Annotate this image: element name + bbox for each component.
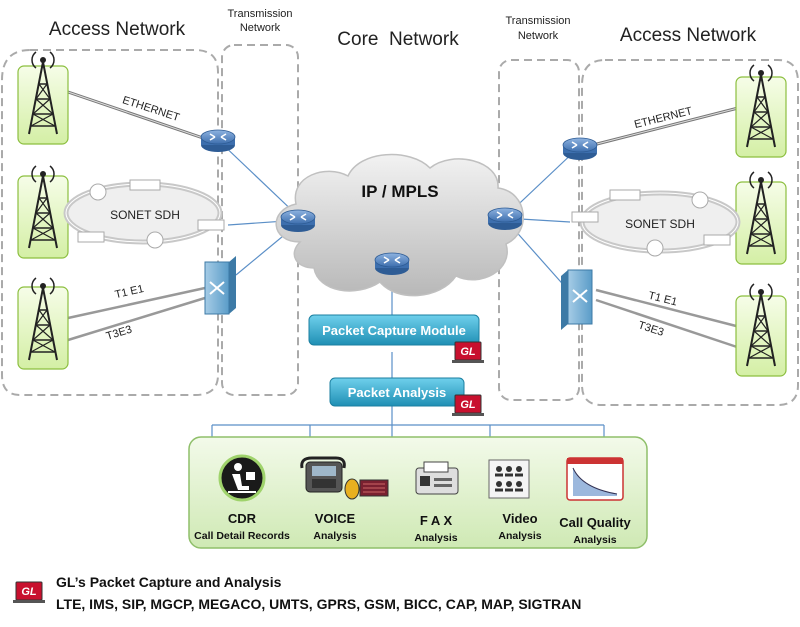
zone-access-right-label: Access Network [620, 25, 757, 46]
footer-gl-logo: GL [12, 581, 46, 604]
t-carrier-lines-left [67, 286, 206, 342]
zone-transmission-right-label-2: Network [518, 30, 559, 42]
app-cdr-subtitle: Call Detail Records [194, 530, 290, 542]
sonet-ring-left: SONET SDH [63, 179, 225, 249]
zone-core-label: Core Network [337, 29, 459, 50]
ip-mpls-cloud: IP / MPLS [275, 153, 524, 297]
router-icon-core-center [374, 252, 410, 276]
app-voice-subtitle: Analysis [313, 530, 356, 542]
phone-speaker-icon [300, 456, 389, 500]
router-icon-left-edge [200, 129, 236, 153]
gl-laptop-icon: GL [451, 394, 485, 417]
atm-switch-left [204, 256, 236, 315]
sonet-label-left: SONET SDH [110, 208, 180, 222]
app-video[interactable]: Video Analysis [488, 459, 542, 542]
tower-right-2 [735, 171, 787, 265]
app-fax-title: F A X [420, 513, 453, 528]
t-carrier-lines-right [595, 288, 741, 350]
tower-left-2 [17, 165, 69, 259]
tower-left-3 [17, 277, 69, 370]
app-call-quality-title: Call Quality [559, 515, 631, 530]
cdr-person-icon [218, 454, 266, 502]
video-panel-icon [488, 459, 530, 499]
app-cdr-title: CDR [228, 511, 257, 526]
gl-badge-label: GL [460, 346, 476, 358]
sonet-label-right: SONET SDH [625, 217, 695, 231]
footer-logo-label: GL [21, 586, 37, 598]
t1e1-label-left: T1 E1 [114, 283, 145, 301]
app-call-quality[interactable]: Call Quality Analysis [559, 457, 632, 546]
app-fax[interactable]: F A X Analysis [414, 461, 459, 544]
router-icon-right-edge [562, 137, 598, 161]
access-left-zone [1, 49, 219, 396]
zone-transmission-right-label-1: Transmission [506, 15, 571, 27]
app-fax-subtitle: Analysis [414, 532, 457, 544]
atm-switch-right [561, 269, 593, 330]
access-right-zone [581, 59, 799, 406]
t1e1-label-right: T1 E1 [647, 290, 678, 309]
footer-protocols: LTE, IMS, SIP, MGCP, MEGACO, UMTS, GPRS,… [56, 596, 581, 612]
router-icon-core-right [487, 207, 523, 231]
zone-transmission-left-label-2: Network [240, 22, 281, 34]
quality-graph-icon [566, 457, 624, 501]
zone-transmission-left-label-1: Transmission [228, 8, 293, 20]
tower-right-1 [735, 64, 787, 158]
fax-icon [415, 461, 459, 495]
cloud-label: IP / MPLS [361, 182, 438, 201]
zone-access-left-label: Access Network [49, 19, 186, 40]
sonet-ring-right: SONET SDH [571, 189, 741, 257]
gl-badge-label: GL [460, 399, 476, 411]
app-cdr[interactable]: CDR Call Detail Records [194, 454, 290, 542]
tower-right-3 [735, 283, 787, 377]
footer-title: GL’s Packet Capture and Analysis [56, 574, 282, 590]
router-icon-core-left [280, 209, 316, 233]
app-voice-title: VOICE [315, 511, 356, 526]
app-voice[interactable]: VOICE Analysis [300, 456, 389, 542]
app-video-subtitle: Analysis [498, 530, 541, 542]
gl-laptop-icon: GL [451, 341, 485, 364]
packet-capture-label: Packet Capture Module [322, 323, 466, 338]
app-video-title: Video [502, 511, 537, 526]
packet-analysis-label: Packet Analysis [348, 385, 447, 400]
app-call-quality-subtitle: Analysis [573, 534, 616, 546]
packet-capture-module[interactable]: Packet Capture Module [308, 314, 480, 346]
tower-left-1 [17, 51, 69, 145]
transmission-left-zone [221, 44, 299, 396]
packet-analysis-module[interactable]: Packet Analysis [329, 377, 465, 407]
